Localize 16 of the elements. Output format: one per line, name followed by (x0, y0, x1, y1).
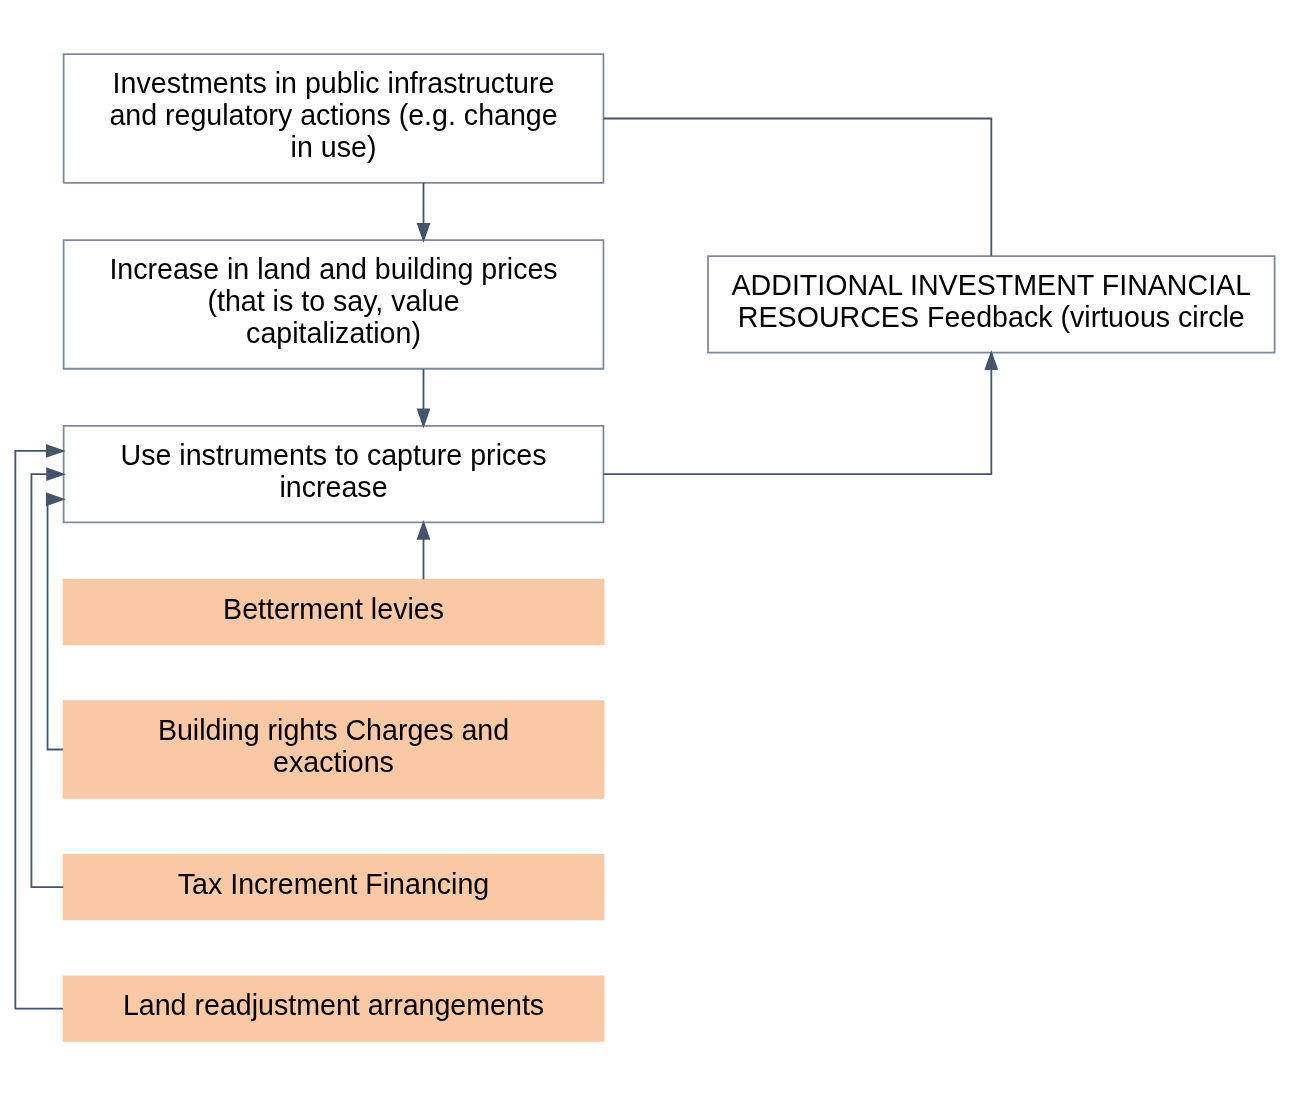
node-box: Land readjustment arrangements (62, 975, 605, 1042)
node-box: Use instruments to capture prices increase (62, 425, 605, 524)
arrow (416, 520, 431, 581)
arrow (602, 350, 999, 476)
arrow (30, 467, 66, 889)
node-box: ADDITIONAL INVESTMENT FINANCIAL RESOURCES Feedback (virtuous circle (707, 255, 1276, 354)
node-box: Increase in land and building prices (that is to say, value capitalization) (62, 239, 605, 370)
node-box: Investments in public infrastructure and regulatory actions (e.g. change in use) (62, 53, 605, 184)
node-box: Building rights Charges and exactions (62, 700, 605, 799)
arrow (416, 182, 431, 243)
connector (602, 117, 993, 257)
arrow (416, 368, 431, 429)
node-box: Tax Increment Financing (62, 854, 605, 921)
arrow (45, 492, 66, 751)
arrow (14, 444, 66, 1010)
node-box: Betterment levies (62, 578, 605, 645)
